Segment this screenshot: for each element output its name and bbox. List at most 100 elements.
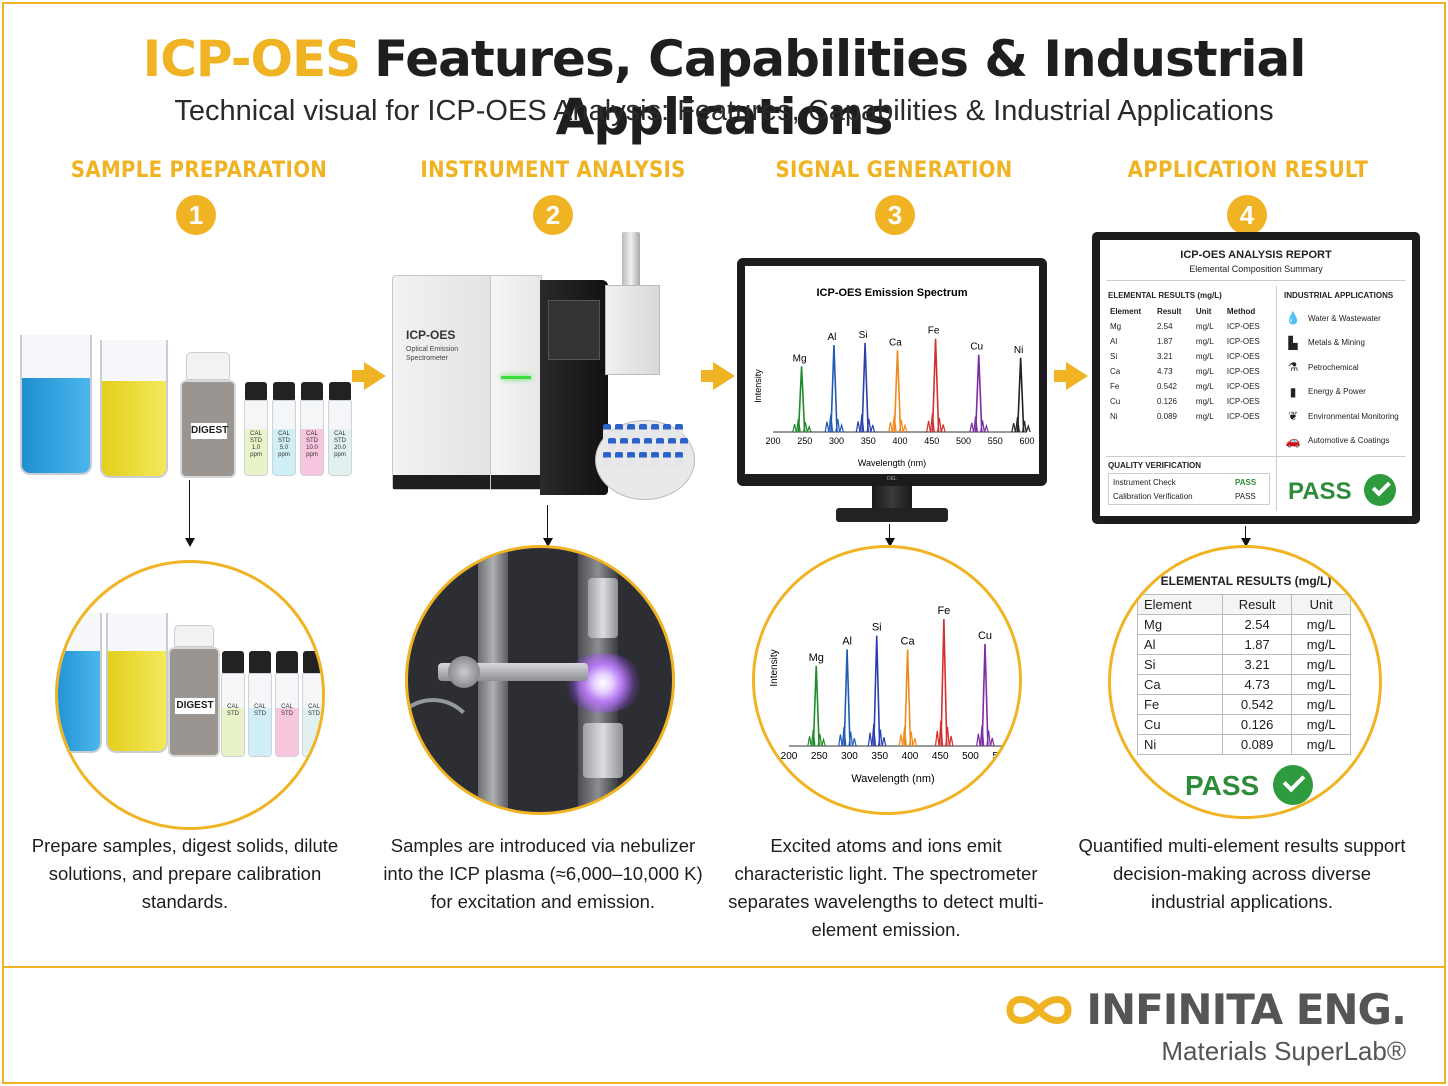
report-cell: ICP-OES [1226,352,1260,361]
zoom-table-cell: Si [1137,654,1223,675]
minor-peak [1025,424,1031,433]
sample-tube [680,438,688,454]
minor-peak [898,734,904,747]
calibration-vial: CAL STD 5.0 ppm [272,400,296,476]
vial-cap [245,382,267,400]
qv-row-1-status: PASS [1235,478,1257,487]
zoom-jar-cap [174,625,214,647]
step-4-description: Quantified multi-element results support… [1078,835,1406,912]
calibration-vial: CAL STD 20.0 ppm [328,400,352,476]
step-3-badge: 3 [875,195,915,235]
spectrum-screen: ICP-OES Emission Spectrum Intensity Wave… [745,266,1039,474]
report-cell: Cu [1110,397,1121,406]
flow-arrow-3 [1054,362,1088,390]
zoom-column-header: Unit [1291,594,1351,615]
report-cell: 1.87 [1156,337,1173,346]
plasma-zoom [405,545,675,815]
zoom-calibration-vial: CAL STD [275,673,299,757]
minor-peak [806,424,812,433]
report-cell: mg/L [1195,367,1214,376]
vial-cap [273,382,295,400]
minor-peak [940,424,946,433]
flow-arrow-1 [352,362,386,390]
report-column-header: Result [1156,307,1182,316]
sample-tube [639,452,647,468]
application-item: ▙Metals & Mining [1284,331,1410,356]
emission-peak [797,366,806,433]
sample-tube [615,452,623,468]
page-subtitle: Technical visual for ICP-OES Analysis: F… [174,95,1274,127]
zoom-column-header: Element [1137,594,1223,615]
report-cell: mg/L [1195,412,1214,421]
emission-peak [931,338,940,433]
zoom-calibration-vial: CAL STD [221,673,245,757]
peak-label: Ca [901,635,916,647]
sample-tube [663,424,671,440]
yellow-beaker [100,340,168,478]
minor-peak [983,423,989,433]
sample-tube [603,452,611,468]
minor-peak [948,735,954,747]
minor-peak [824,421,830,433]
zoom-results-title: ELEMENTAL RESULTS (mg/L) [1160,574,1332,588]
zoom-table-cell: Ca [1137,674,1223,695]
sample-tube [603,424,611,440]
zoom-table-cell: 0.542 [1221,694,1293,715]
report-cell: Mg [1110,322,1122,331]
zoom-table-cell: mg/L [1291,674,1351,695]
battery-icon: ▮ [1289,384,1297,399]
connector-line-3 [889,524,890,540]
report-cell: Fe [1110,382,1120,391]
instrument-front-panel [490,275,542,490]
step-2-title: INSTRUMENT ANALYSIS [420,158,686,183]
zoom-vial-label: CAL STD [227,704,239,717]
qv-row-1-label: Instrument Check [1113,478,1176,487]
leaf-icon: ❦ [1287,409,1299,424]
minor-peak [912,738,918,747]
car-icon: 🚗 [1285,433,1301,448]
zoom-table-cell: mg/L [1291,654,1351,675]
report-cell: Ni [1110,412,1118,421]
x-tick-label: 550 [988,436,1003,446]
connector-line-1 [189,480,190,540]
zoom-pass: PASS [1185,770,1260,801]
minor-peak [1011,422,1017,433]
minor-peak [934,730,940,747]
application-item: ▮Energy & Power [1284,380,1410,405]
zoom-calibration-vial: CAL STD [302,673,322,757]
x-tick-label: 250 [797,436,812,446]
emission-peak [861,342,869,433]
x-tick-label: 400 [892,436,907,446]
application-item: 💧Water & Wastewater [1284,306,1410,331]
sample-tube [675,424,683,440]
x-tick-label: 600 [1019,436,1034,446]
zoom-digest-label: DIGEST [174,697,216,715]
step-2-badge: 2 [533,195,573,235]
minor-peak [855,421,861,433]
sample-tube [632,438,640,454]
calibration-vial: CAL STD 1.0 ppm [244,400,268,476]
zoom-table-cell: Ni [1137,734,1223,755]
factory-icon: ▙ [1288,335,1298,350]
emission-peak [830,345,838,433]
step-4-title: APPLICATION RESULT [1127,158,1369,183]
sample-tube [656,438,664,454]
infinity-logo-icon [1006,995,1072,1024]
emission-peak [940,619,948,747]
report-cell: 0.542 [1156,382,1177,391]
zoom-vial-cap [222,651,244,673]
emission-peak [903,649,912,747]
x-tick-label: 350 [871,751,888,762]
minor-peak [838,734,843,747]
water-drop-icon: 💧 [1285,311,1301,326]
peak-label: Ni [1014,345,1023,356]
